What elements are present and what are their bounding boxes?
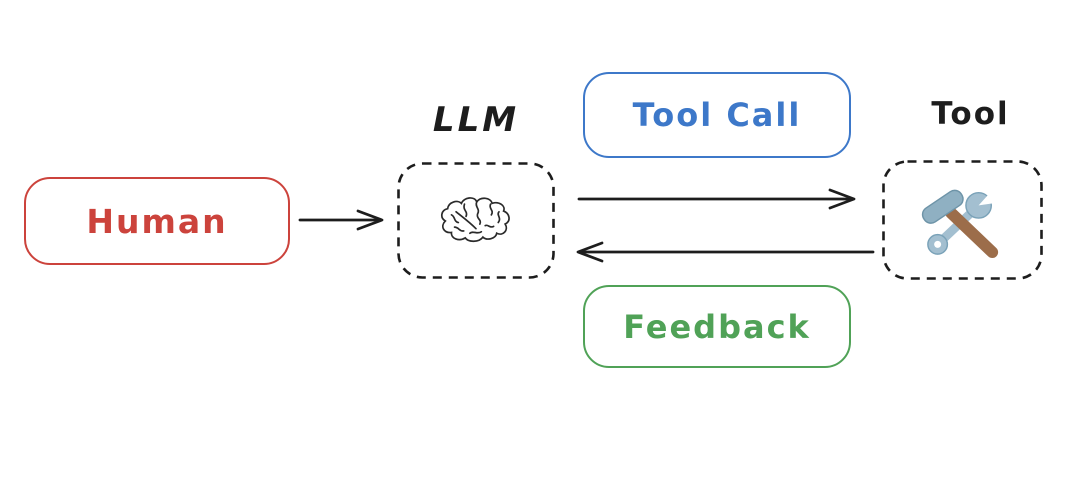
- tool-title: Tool: [931, 96, 1010, 132]
- wrench-part: [926, 185, 1006, 255]
- tool-call-label: Tool Call: [632, 96, 802, 134]
- brain-icon: [441, 196, 510, 242]
- tool-dashed-border: [882, 160, 1043, 280]
- llm-title: LLM: [432, 100, 520, 140]
- arrow-llm-to-tool: [577, 188, 856, 210]
- llm-node: [397, 162, 555, 279]
- hammer-wrench-icon: [921, 185, 1006, 259]
- hammer-head: [921, 189, 964, 224]
- tool-node: [882, 160, 1043, 280]
- human-node: Human: [24, 177, 290, 265]
- human-label: Human: [86, 201, 228, 241]
- llm-dashed-border: [397, 162, 555, 279]
- arrow-human-to-llm: [298, 209, 384, 231]
- arrow-tool-to-llm: [576, 241, 875, 263]
- tool-call-node: Tool Call: [583, 72, 851, 158]
- feedback-node: Feedback: [583, 285, 851, 368]
- feedback-label: Feedback: [623, 307, 811, 346]
- hammer-handle: [944, 207, 998, 259]
